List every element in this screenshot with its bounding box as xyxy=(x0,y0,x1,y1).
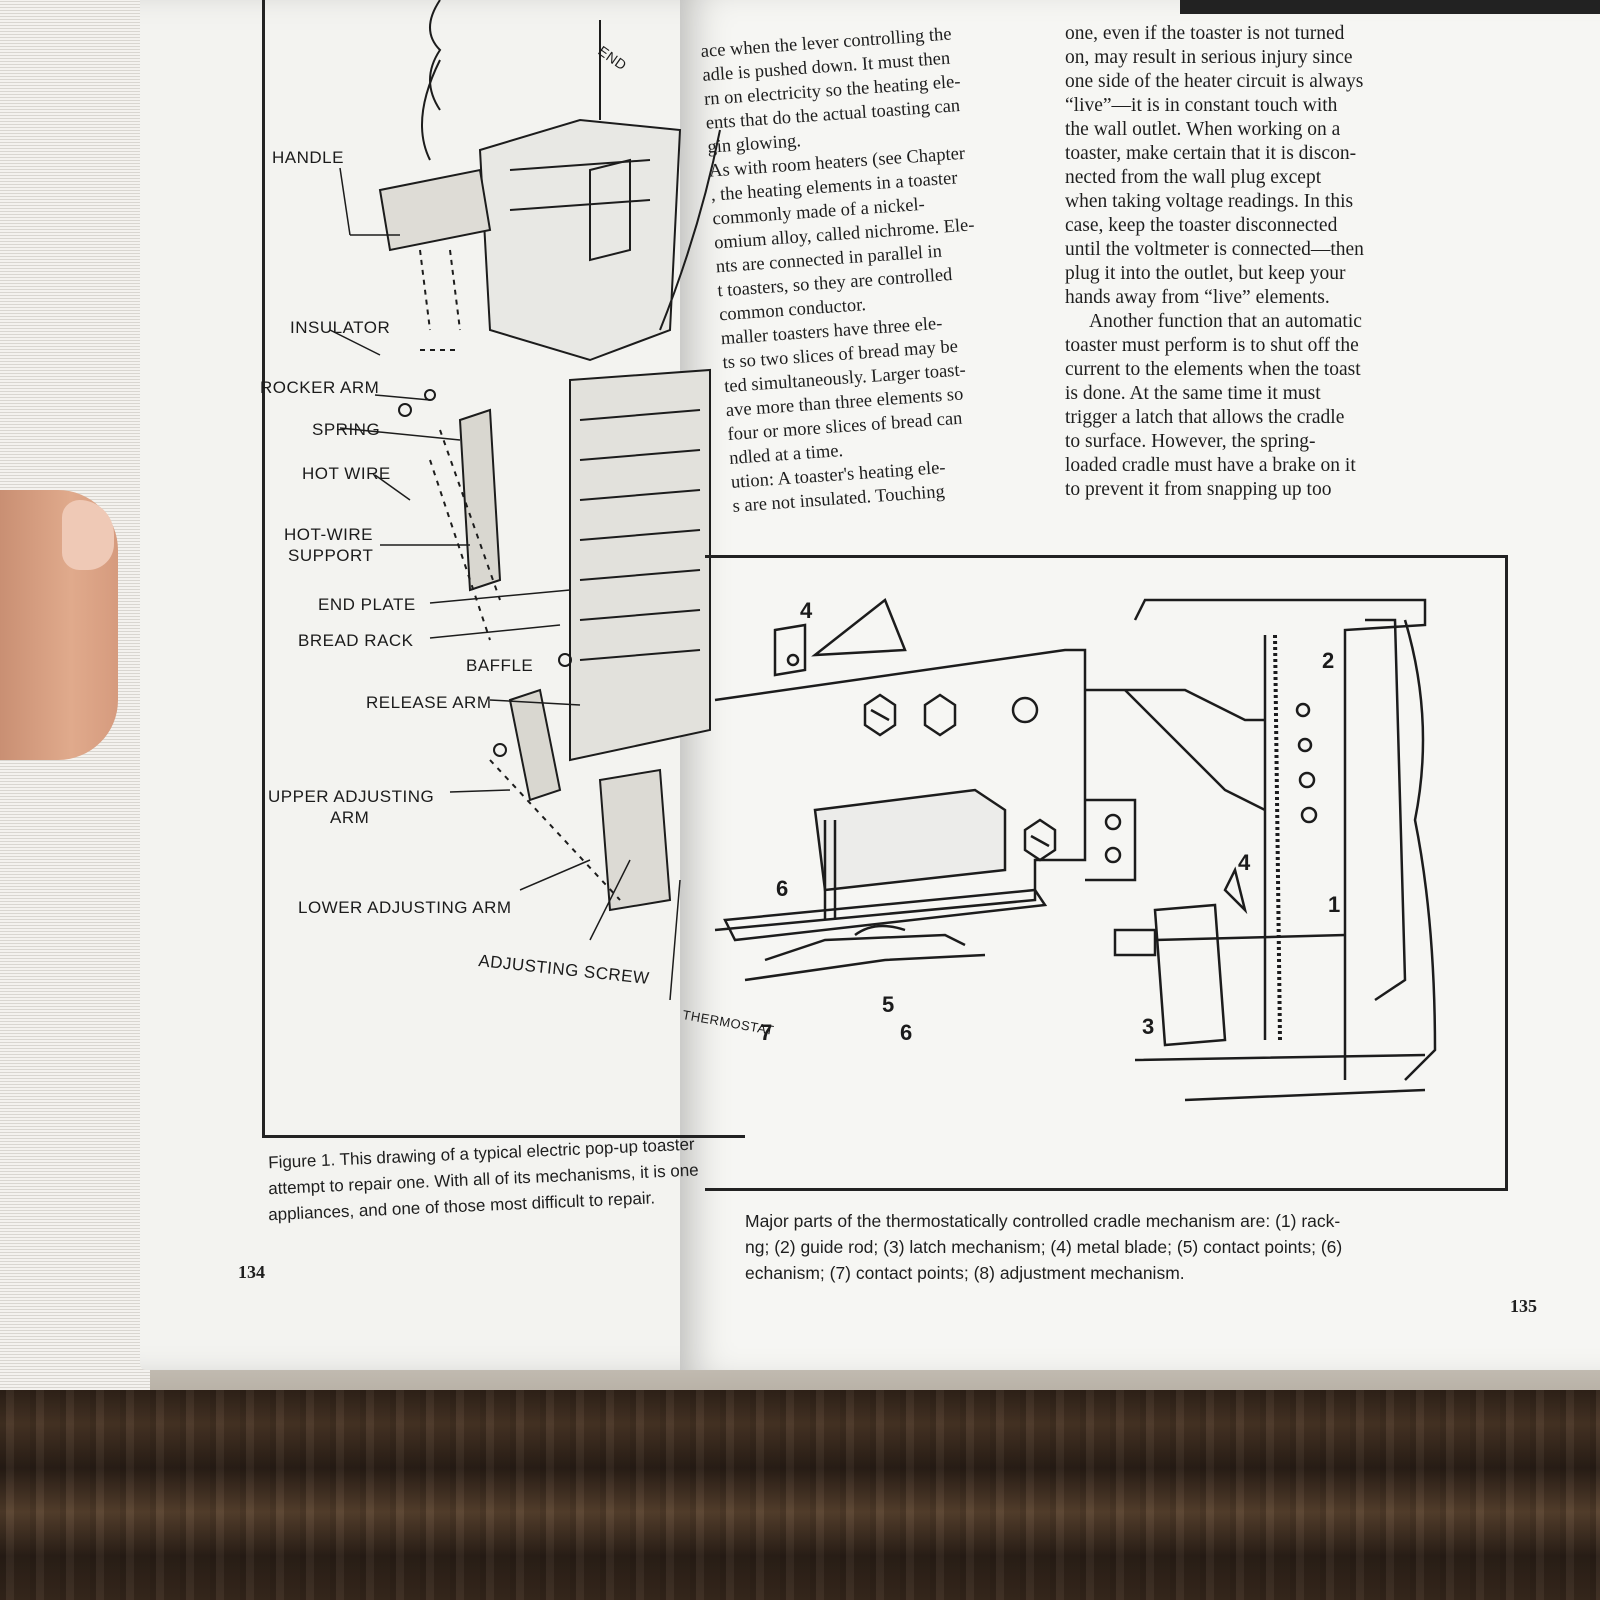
text-line: toaster, make certain that it is discon- xyxy=(1065,143,1357,164)
thumbnail xyxy=(62,500,114,570)
label-upper-adjusting-arm-1: UPPER ADJUSTING xyxy=(268,787,435,806)
label-baffle: BAFFLE xyxy=(466,656,534,675)
figure-2-frame xyxy=(705,555,1508,1191)
text-line: trigger a latch that allows the cradle xyxy=(1065,407,1345,428)
figure-1-frame xyxy=(262,0,745,1138)
caption-line-1: Major parts of the thermostatically cont… xyxy=(745,1211,1341,1231)
callout-number: 3 xyxy=(1142,1014,1155,1039)
caption-line-2: ng; (2) guide rod; (3) latch mechanism; … xyxy=(745,1237,1343,1257)
text-column-left: ace when the lever controlling the adle … xyxy=(700,18,1053,519)
callout-number: 2 xyxy=(1322,648,1335,673)
cradle-mechanism-drawing xyxy=(714,597,1437,1102)
running-header-bar xyxy=(1180,0,1600,14)
text-line: loaded cradle must have a brake on it xyxy=(1065,455,1356,476)
text-line: one, even if the toaster is not turned xyxy=(1065,23,1345,44)
figure-1-caption: Figure 1. This drawing of a typical elec… xyxy=(268,1135,738,1225)
text-line: toaster must perform is to shut off the xyxy=(1065,335,1359,356)
text-line: Another function that an automatic xyxy=(1089,311,1362,332)
callout-number: 7 xyxy=(760,1020,773,1045)
right-page xyxy=(680,0,1600,1370)
label-release-arm: RELEASE ARM xyxy=(366,693,492,712)
label-hot-wire-support-2: SUPPORT xyxy=(288,546,374,565)
text-line: “live”—it is in constant touch with xyxy=(1065,95,1338,116)
caption-line-3: echanism; (7) contact points; (8) adjust… xyxy=(745,1263,1185,1283)
callout-number: 6 xyxy=(900,1020,913,1045)
text-line: current to the elements when the toast xyxy=(1065,359,1361,380)
label-spring: SPRING xyxy=(312,420,381,439)
callout-number: 5 xyxy=(882,992,895,1017)
text-line: when taking voltage readings. In this xyxy=(1065,191,1354,212)
text-line: is done. At the same time it must xyxy=(1065,383,1321,404)
callout-number: 1 xyxy=(1328,892,1341,917)
text-line: the wall outlet. When working on a xyxy=(1065,119,1341,140)
label-insulator: INSULATOR xyxy=(290,318,391,337)
callout-number: 4 xyxy=(800,598,813,623)
label-hot-wire-support-1: HOT-WIRE xyxy=(284,525,373,544)
label-rocker-arm: ROCKER ARM xyxy=(260,378,380,397)
toaster-exploded-drawing xyxy=(329,0,721,1001)
label-bread-rack: BREAD RACK xyxy=(298,631,414,650)
text-line: plug it into the outlet, but keep your xyxy=(1065,263,1346,284)
text-line: nected from the wall plug except xyxy=(1065,167,1322,188)
label-handle: HANDLE xyxy=(272,148,344,167)
wooden-table xyxy=(0,1380,1600,1600)
text-line: one side of the heater circuit is always xyxy=(1065,71,1364,92)
text-line: to prevent it from snapping up too xyxy=(1065,479,1332,500)
text-line: hands away from “live” elements. xyxy=(1065,287,1330,308)
figure-2-caption: Major parts of the thermostatically cont… xyxy=(745,1208,1485,1286)
label-end-plate: END PLATE xyxy=(318,595,416,614)
label-lower-adjusting-arm: LOWER ADJUSTING ARM xyxy=(298,898,512,917)
page-number-left: 134 xyxy=(238,1262,265,1282)
label-hot-wire: HOT WIRE xyxy=(302,464,391,483)
callout-number: 6 xyxy=(776,876,789,901)
callout-number: 4 xyxy=(1238,850,1251,875)
text-line: on, may result in serious injury since xyxy=(1065,47,1353,68)
label-upper-adjusting-arm-2: ARM xyxy=(330,808,370,827)
text-line: until the voltmeter is connected—then xyxy=(1065,239,1364,260)
text-line: case, keep the toaster disconnected xyxy=(1065,215,1338,236)
page-number-right: 135 xyxy=(1510,1296,1537,1316)
text-line: to surface. However, the spring- xyxy=(1065,431,1316,452)
text-column-right: one, even if the toaster is not turned o… xyxy=(1065,22,1445,502)
